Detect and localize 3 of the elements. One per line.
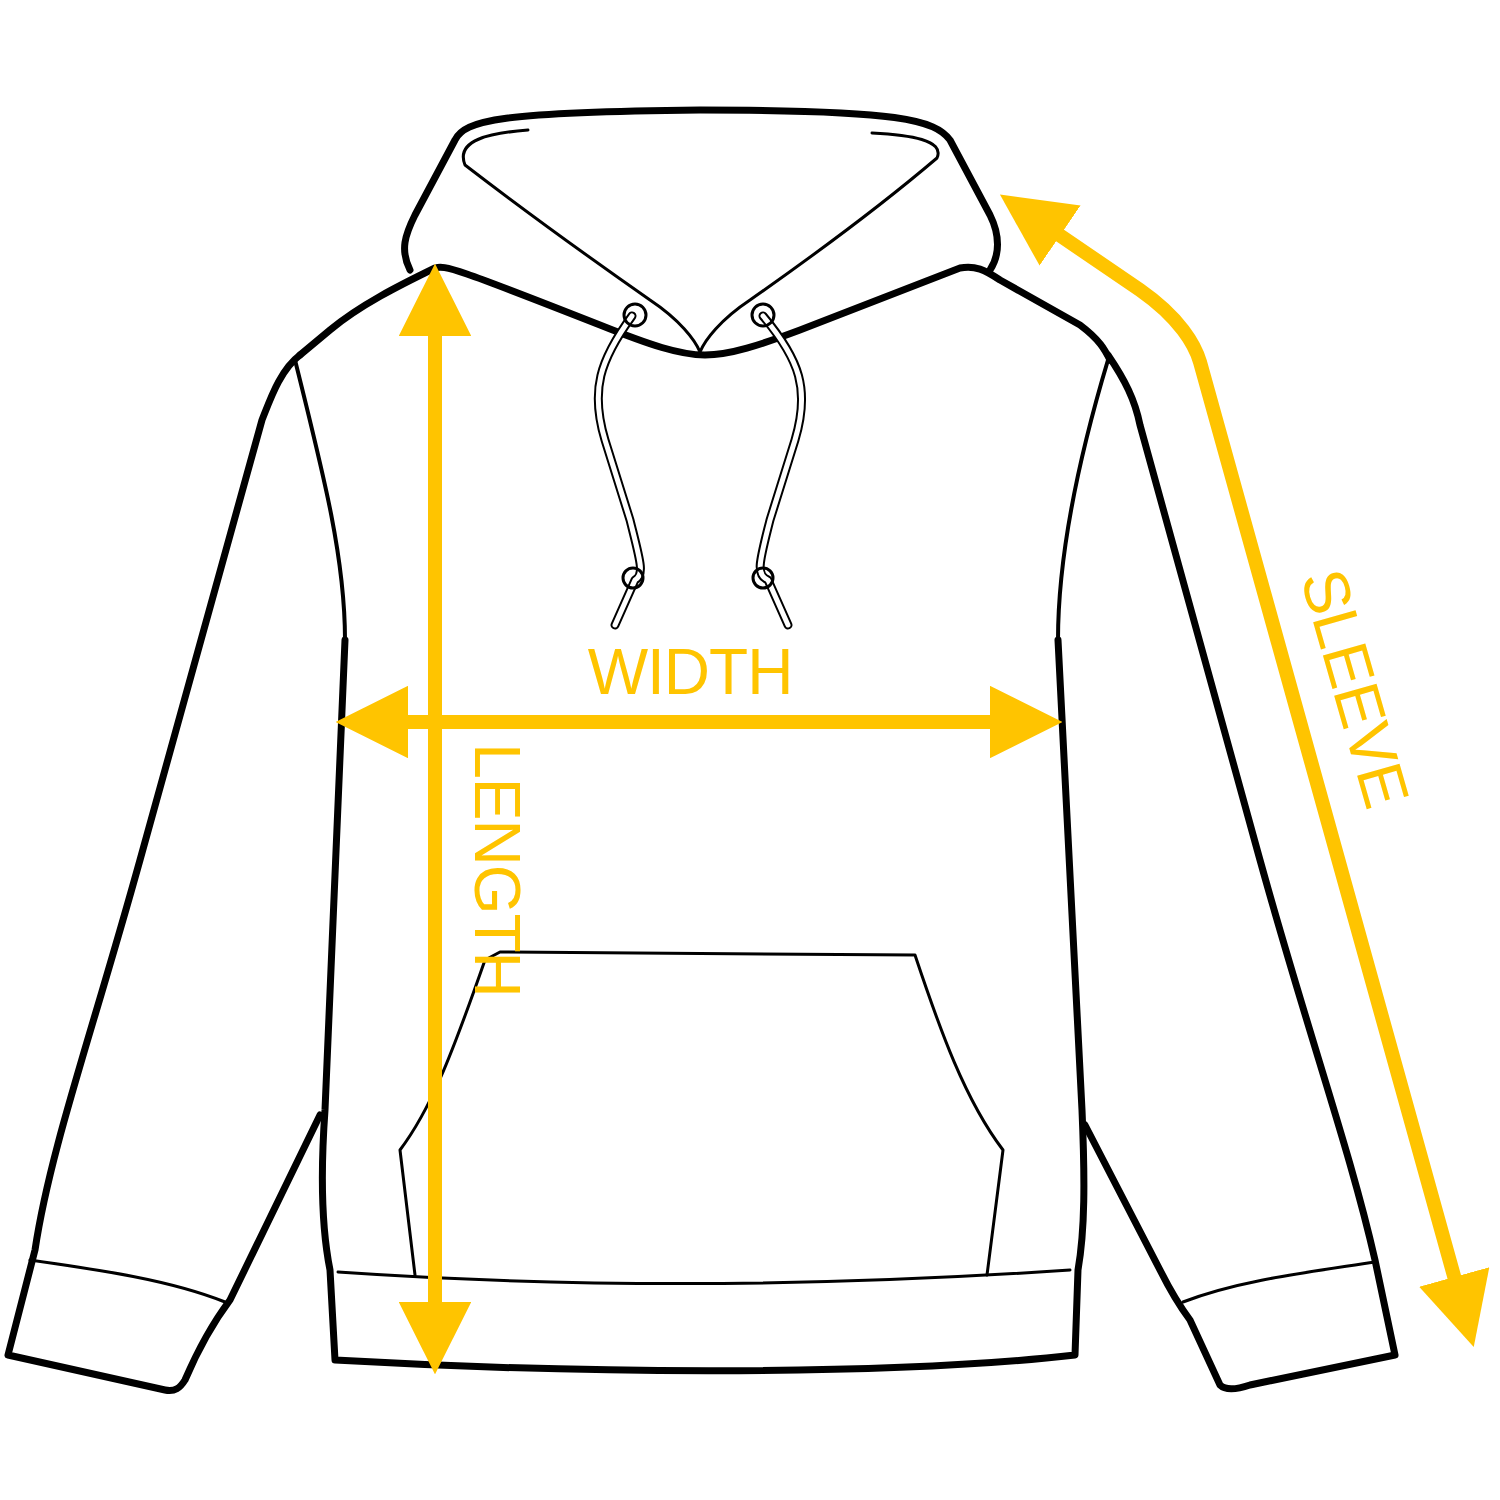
- dimension-label: SLEEVE: [1290, 562, 1420, 814]
- dimension-label: WIDTH: [587, 640, 793, 704]
- dimension-label: LENGTH: [465, 743, 529, 997]
